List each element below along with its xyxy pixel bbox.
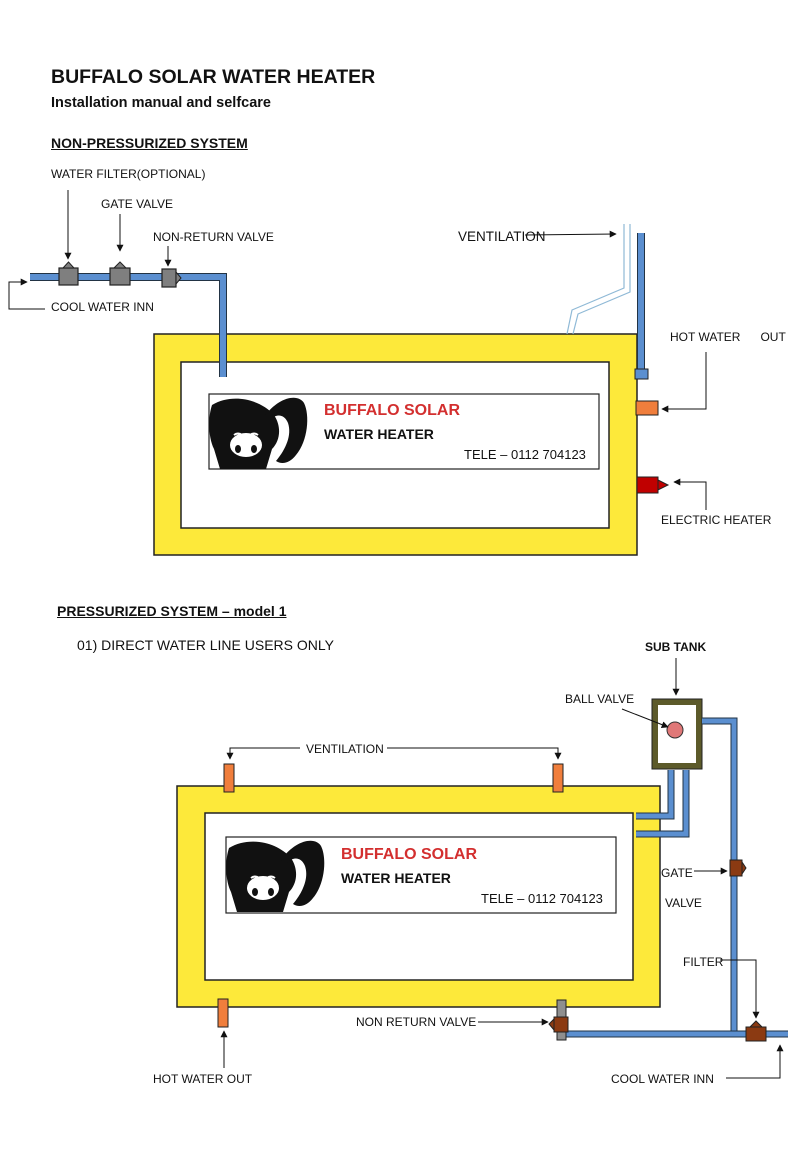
label-ventilation-2: VENTILATION [306, 742, 384, 756]
subtank-supply-pipe [702, 717, 738, 1034]
logo-brand: BUFFALO SOLAR [324, 402, 460, 419]
document-subtitle: Installation manual and selfcare [51, 95, 271, 111]
water-filter-valve [58, 261, 79, 286]
label-gate: GATE [661, 866, 693, 880]
gate-valve [109, 261, 131, 286]
system1-diagram: BUFFALO SOLAR WATER HEATER TELE – 0112 7… [8, 190, 707, 556]
electric-heater [636, 476, 670, 494]
label-sub-tank: SUB TANK [645, 640, 707, 654]
label-cool-water-inn-2: COOL WATER INN [611, 1072, 714, 1086]
vent-stub-right [552, 763, 564, 793]
non-return-valve [161, 268, 182, 288]
logo-brand-2: BUFFALO SOLAR [341, 846, 477, 863]
logo-product: WATER HEATER [324, 426, 434, 442]
label-gate-valve: GATE VALVE [101, 197, 174, 211]
label-valve: VALVE [665, 896, 702, 910]
label-hot-water-out: HOT WATER OUT [670, 330, 786, 344]
label-cool-water-inn: COOL WATER INN [51, 300, 154, 314]
hot-water-out-stub [217, 998, 229, 1028]
gate-valve-2 [729, 859, 747, 877]
label-water-filter: WATER FILTER(OPTIONAL) [51, 167, 206, 181]
logo-phone-2: TELE – 0112 704123 [481, 891, 603, 906]
sub-tank [651, 698, 703, 770]
label-hot-water-out-2: HOT WATER OUT [153, 1072, 253, 1086]
ball-valve-icon [666, 721, 684, 739]
buffalo-logo-icon [208, 396, 309, 470]
label-non-return-valve-2: NON RETURN VALVE [356, 1015, 477, 1029]
label-ball-valve: BALL VALVE [565, 692, 635, 706]
label-non-return-valve: NON-RETURN VALVE [153, 230, 274, 244]
document-title: BUFFALO SOLAR WATER HEATER [51, 66, 376, 88]
vent-stub-left [223, 763, 235, 793]
pressurized-option: 01) DIRECT WATER LINE USERS ONLY [77, 637, 334, 653]
logo-product-2: WATER HEATER [341, 870, 451, 886]
filter-valve [745, 1020, 767, 1042]
section-heading-non-pressurized: NON-PRESSURIZED SYSTEM [51, 135, 248, 151]
section-heading-pressurized: PRESSURIZED SYSTEM – model 1 [57, 603, 287, 619]
non-return-valve-2 [548, 1016, 569, 1033]
system2-diagram: BUFFALO SOLAR WATER HEATER TELE – 0112 7… [176, 658, 788, 1079]
logo-phone: TELE – 0112 704123 [464, 447, 586, 462]
ventilation-pipe [566, 224, 625, 335]
label-ventilation: VENTILATION [458, 229, 546, 244]
hot-water-outlet [635, 400, 659, 416]
label-filter: FILTER [683, 955, 724, 969]
buffalo-logo-icon-2 [225, 839, 326, 913]
label-electric-heater: ELECTRIC HEATER [661, 513, 772, 527]
